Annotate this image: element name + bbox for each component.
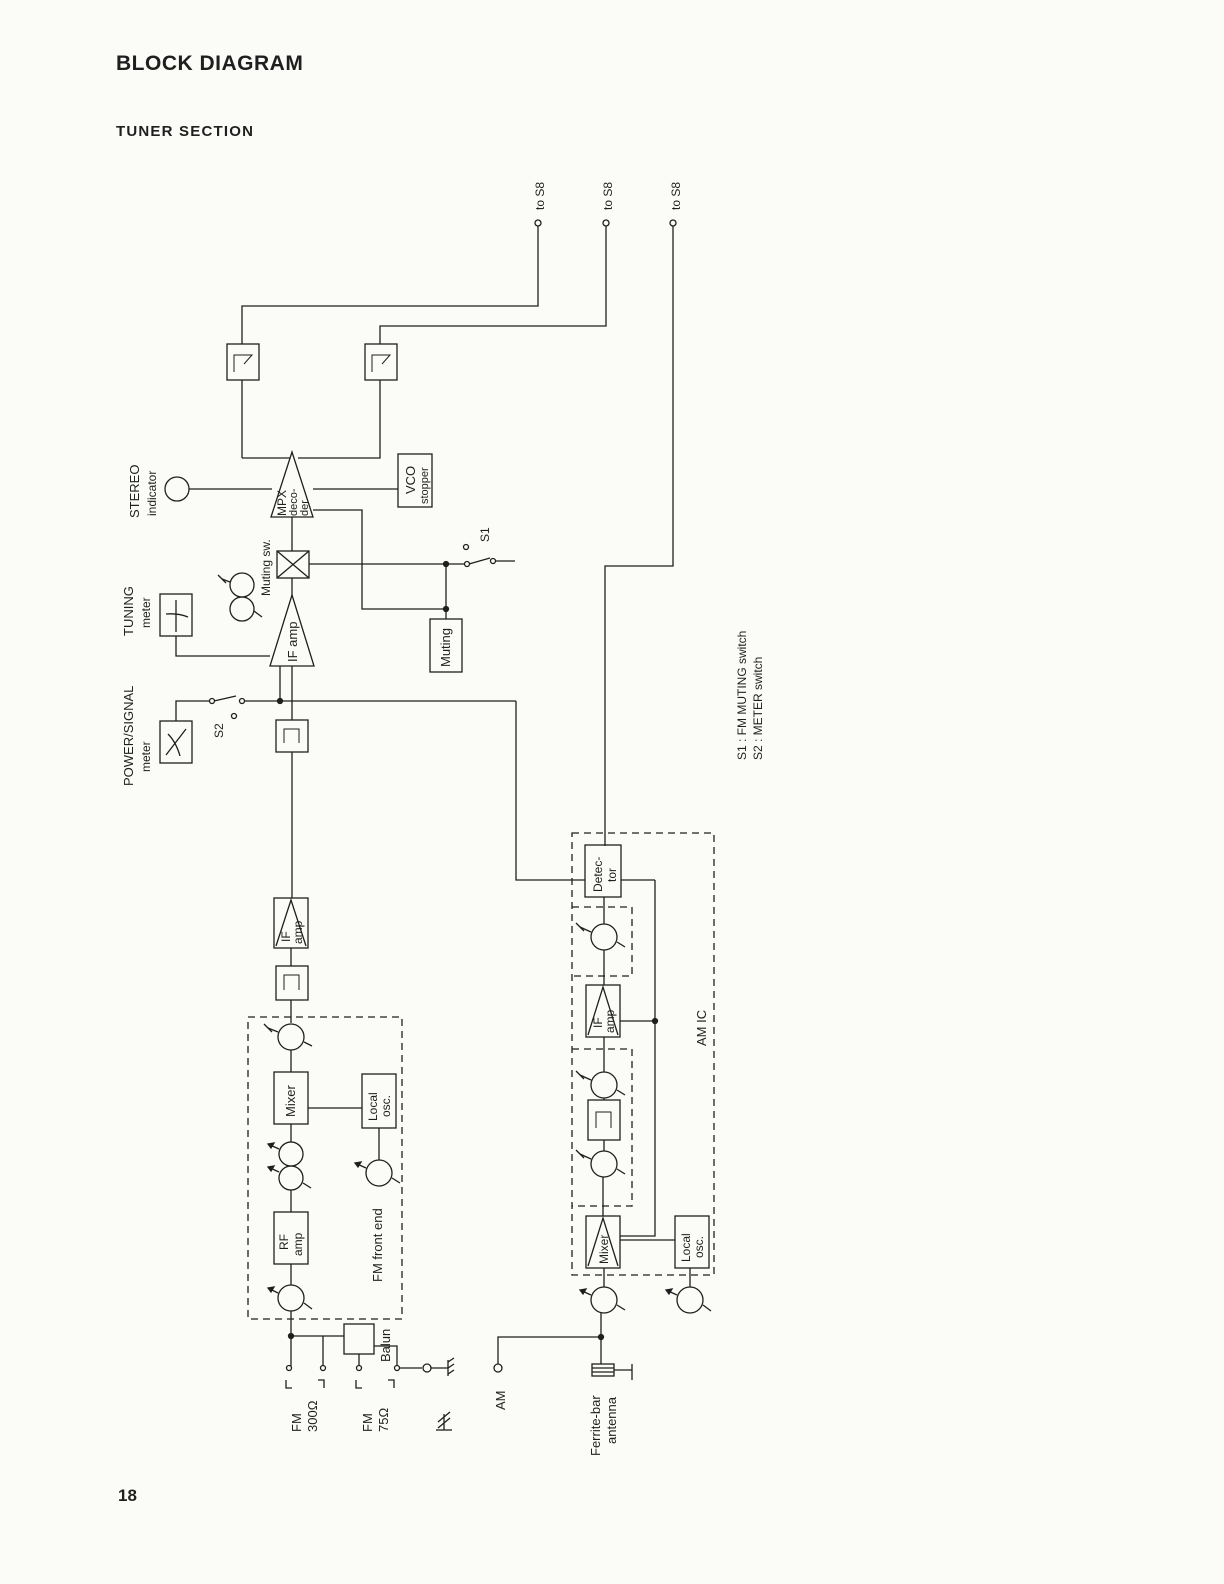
am-label: AM <box>493 1391 508 1411</box>
fm-antenna-coil <box>266 1284 313 1312</box>
detector-label-2: tor <box>605 868 619 882</box>
fm-local-osc: Local osc. <box>361 1073 397 1160</box>
am-tuned-coil-upper <box>575 922 626 951</box>
stereo-indicator-label-2: indicator <box>145 471 159 516</box>
ferrite-bar-antenna: Ferrite-bar antenna <box>588 1333 633 1456</box>
fm75-label: FM <box>360 1413 375 1432</box>
fm-tuned-coil-pair <box>266 1141 312 1191</box>
fm300-label: FM <box>289 1413 304 1432</box>
lowpass-filter-left <box>226 343 260 458</box>
am-local-osc-label: Local <box>679 1233 693 1262</box>
mpx-label-3: der <box>299 500 311 516</box>
ground-terminal <box>400 1357 455 1376</box>
am-mixer-label: Mixer <box>597 1235 611 1264</box>
am-osc-coil <box>664 1286 712 1314</box>
s2-label: S2 <box>212 723 226 738</box>
balun-transformer: Balun <box>343 1323 398 1366</box>
fm-300-terminals: FM 300Ω <box>285 1364 327 1432</box>
local-osc-label-2: osc. <box>379 1095 393 1117</box>
muting-label: Muting <box>438 628 453 667</box>
power-signal-label: POWER/SIGNAL <box>121 686 136 786</box>
s1-label: S1 <box>478 527 492 542</box>
to-s8-label: to S8 <box>669 182 683 210</box>
am-if-label-2: amp <box>603 1009 617 1033</box>
fm-mixer: Mixer <box>273 1071 309 1125</box>
fm-osc-coil <box>353 1159 401 1187</box>
mpx-label: MPX <box>275 490 289 516</box>
tuning-meter-label: TUNING <box>121 586 136 636</box>
am-if-amp: IF amp <box>585 984 621 1038</box>
am-tuned-coil-lower <box>575 1149 626 1178</box>
fm-rf-amp: RF amp <box>273 1211 309 1265</box>
am-mixer: Mixer <box>585 1215 621 1269</box>
page-number: 18 <box>118 1486 137 1505</box>
muting-switch: Muting sw. <box>259 539 310 596</box>
bandpass-filter-fm <box>275 965 309 1023</box>
if-amp-label: IF amp <box>285 622 300 662</box>
rf-amp-label: RF <box>277 1234 291 1250</box>
ground-symbol <box>436 1411 452 1431</box>
am-antenna-coil <box>578 1286 626 1337</box>
fm-front-end-label: FM front end <box>370 1208 385 1282</box>
am-local-osc: Local osc. <box>674 1215 710 1287</box>
mixer-label: Mixer <box>283 1085 298 1117</box>
lowpass-filter-right <box>298 343 398 459</box>
s2-meter-switch: S2 <box>175 695 246 738</box>
muting-sw-label: Muting sw. <box>259 539 273 596</box>
output-to-s8-mid: to S8 <box>379 182 615 344</box>
mpx-decoder: MPX deco- der <box>270 449 314 518</box>
fm300-label-2: 300Ω <box>305 1400 320 1432</box>
switch-legend: S1 : FM MUTING switch S2 : METER switch <box>735 631 765 760</box>
output-to-s8-right: to S8 <box>604 182 683 846</box>
legend-s2: S2 : METER switch <box>751 657 765 760</box>
stereo-indicator-lamp: STEREO indicator <box>127 465 272 518</box>
if-amp-main: IF amp <box>269 592 315 667</box>
page-title: BLOCK DIAGRAM <box>116 52 304 75</box>
s1-fm-muting-switch: S1 <box>442 527 515 613</box>
mpx-label-2: deco- <box>288 488 300 516</box>
output-to-s8-left: to S8 <box>241 182 547 344</box>
to-s8-label: to S8 <box>601 182 615 210</box>
if-amp-small-label: IF <box>279 931 293 942</box>
vco-label-2: stopper <box>419 467 431 504</box>
ferrite-label: Ferrite-bar <box>588 1395 603 1456</box>
tuned-coil-pair <box>217 572 263 622</box>
fm-75-terminals: FM 75Ω <box>355 1364 401 1432</box>
am-detector: Detec- tor <box>584 844 622 898</box>
tuning-meter: TUNING meter <box>121 586 270 657</box>
if-amp-small-label-2: amp <box>291 920 305 944</box>
stereo-indicator-label: STEREO <box>127 465 142 518</box>
am-local-osc-label-2: osc. <box>692 1236 706 1258</box>
am-terminal: AM <box>493 1336 601 1411</box>
detector-label: Detec- <box>591 857 605 892</box>
am-if-label: IF <box>591 1017 605 1028</box>
am-bandpass-filter <box>587 1099 621 1141</box>
tuning-meter-label-2: meter <box>139 597 153 628</box>
am-tuned-coil-mid <box>575 1070 626 1099</box>
fm-tuned-circuit-top <box>263 1023 313 1051</box>
vco-label: VCO <box>403 466 418 494</box>
fm-front-end: FM front end <box>247 1016 403 1320</box>
vco-stopper: VCO stopper <box>397 453 433 508</box>
legend-s1: S1 : FM MUTING switch <box>735 631 749 760</box>
power-signal-label-2: meter <box>139 741 153 772</box>
to-s8-label: to S8 <box>533 182 547 210</box>
rf-amp-label-2: amp <box>291 1232 305 1256</box>
power-signal-meter: POWER/SIGNAL meter <box>121 686 193 786</box>
local-osc-label: Local <box>366 1092 380 1121</box>
bandpass-filter-if <box>275 719 309 898</box>
ferrite-label-2: antenna <box>604 1396 619 1444</box>
if-amp-fm-chain: IF amp <box>273 897 309 949</box>
am-ic: AM IC <box>571 832 715 1276</box>
muting-block: Muting <box>429 609 463 673</box>
am-ic-label: AM IC <box>694 1010 709 1046</box>
section-title: TUNER SECTION <box>116 123 255 140</box>
fm75-label-2: 75Ω <box>376 1408 391 1432</box>
